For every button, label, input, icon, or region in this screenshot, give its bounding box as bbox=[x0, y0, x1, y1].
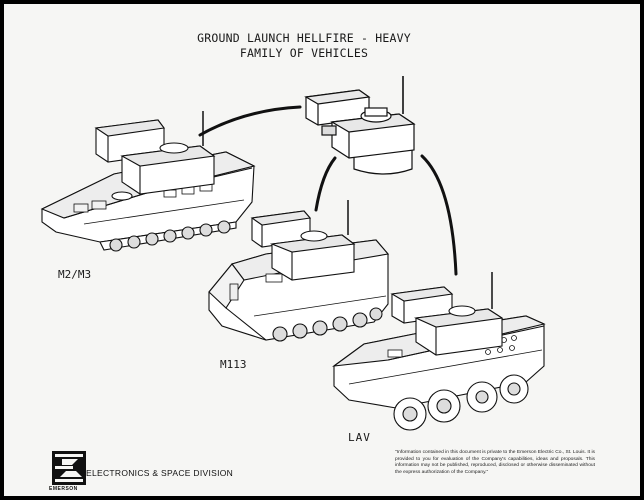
title-line-1: GROUND LAUNCH HELLFIRE - HEAVY bbox=[197, 31, 411, 45]
label-lav: LAV bbox=[348, 431, 371, 444]
m113-vehicle bbox=[208, 200, 390, 342]
connector-lines bbox=[198, 105, 458, 276]
label-m2-m3: M2/M3 bbox=[58, 268, 92, 281]
vehicle-illustration bbox=[40, 76, 546, 431]
m2-m3-vehicle bbox=[40, 111, 256, 252]
emerson-logo bbox=[52, 451, 86, 485]
proprietary-notice: "Information contained in this document … bbox=[395, 450, 595, 475]
document-page: GROUND LAUNCH HELLFIRE - HEAVY FAMILY OF… bbox=[4, 4, 640, 496]
division-name: ELECTRONICS & SPACE DIVISION bbox=[86, 468, 234, 478]
lav-vehicle bbox=[332, 272, 546, 431]
title-line-2: FAMILY OF VEHICLES bbox=[239, 46, 369, 60]
launcher-turret-detail bbox=[304, 76, 416, 175]
emerson-logo-caption: EMERSON bbox=[49, 486, 78, 492]
label-m113: M113 bbox=[220, 358, 247, 371]
